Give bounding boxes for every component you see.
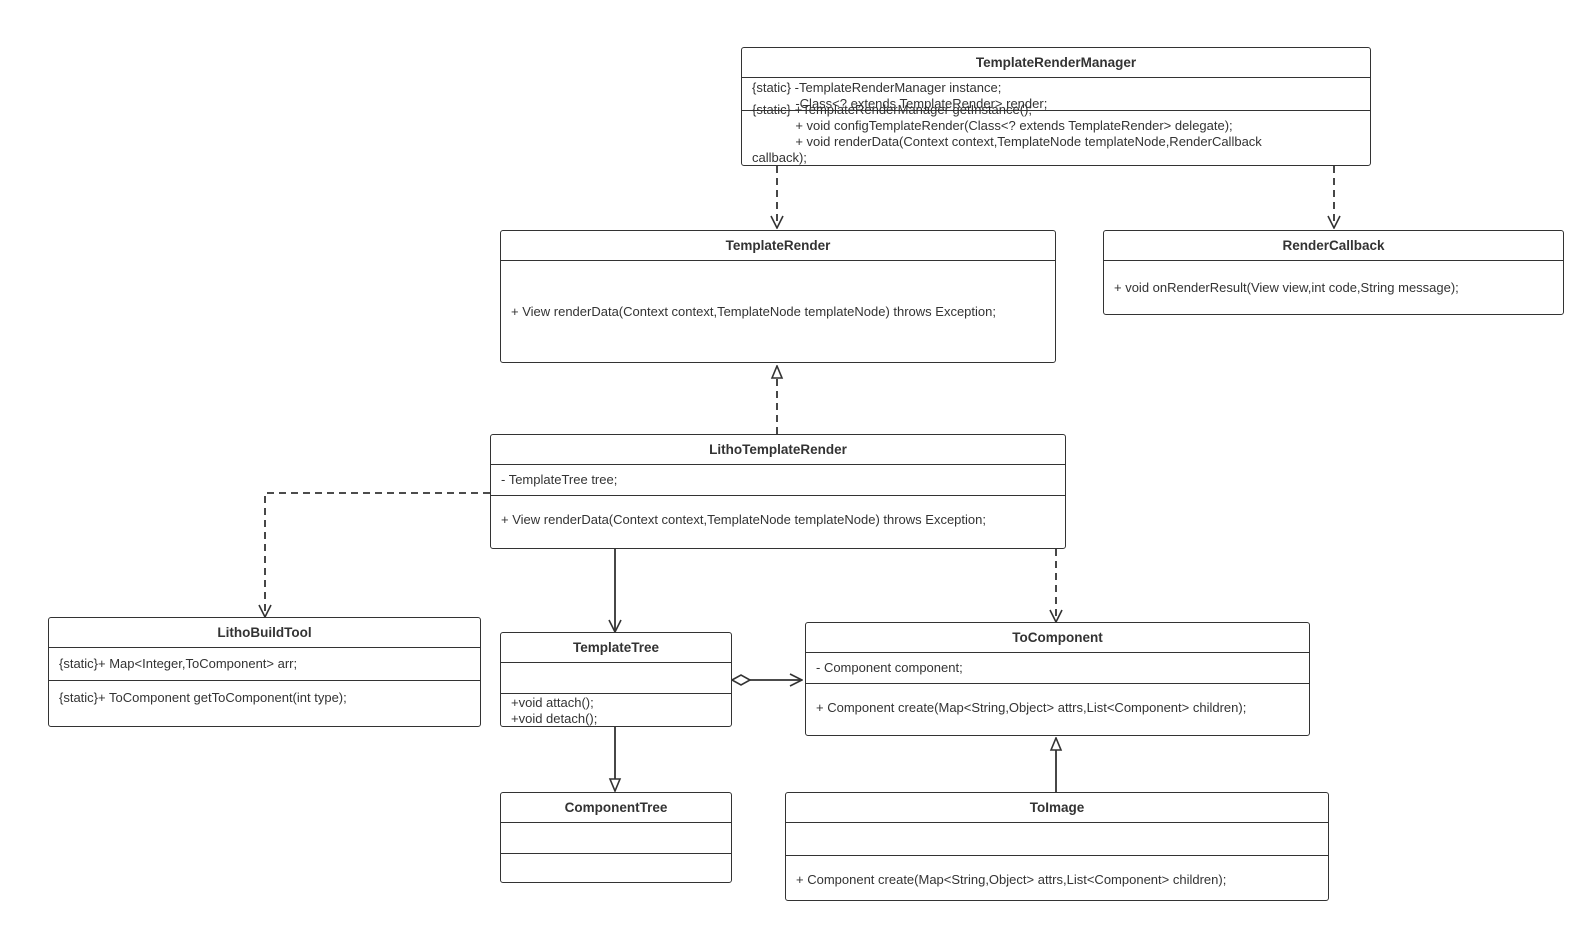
class-title: ToImage — [786, 793, 1328, 823]
method-line: +void detach(); — [511, 711, 598, 726]
attributes-section: - TemplateTree tree; — [491, 465, 1065, 496]
class-lithotemplaterender[interactable]: LithoTemplateRender - TemplateTree tree;… — [490, 434, 1066, 549]
attributes-section: {static} -TemplateRenderManager instance… — [742, 78, 1370, 111]
attribute-line: -Class<? extends TemplateRender> render; — [752, 96, 1048, 111]
attribute-line: {static}+ Map<Integer,ToComponent> arr; — [59, 656, 298, 671]
methods-section: + Component create(Map<String,Object> at… — [786, 856, 1328, 888]
attributes-section — [786, 823, 1328, 856]
attribute-line: - Component component; — [816, 660, 963, 675]
attributes-section: {static}+ Map<Integer,ToComponent> arr; — [49, 648, 480, 681]
class-title: LithoTemplateRender — [491, 435, 1065, 465]
class-templaterender[interactable]: TemplateRender + View renderData(Context… — [500, 230, 1056, 363]
class-title: TemplateRenderManager — [742, 48, 1370, 78]
class-templaterendermanager[interactable]: TemplateRenderManager {static} -Template… — [741, 47, 1371, 166]
method-line: +void attach(); — [511, 695, 594, 710]
method-line: + View renderData(Context context,Templa… — [501, 512, 986, 527]
attributes-section — [501, 663, 731, 694]
class-lithobuildtool[interactable]: LithoBuildTool {static}+ Map<Integer,ToC… — [48, 617, 481, 727]
method-line: + void renderData(Context context,Templa… — [752, 134, 1262, 149]
class-templatetree[interactable]: TemplateTree +void attach(); +void detac… — [500, 632, 732, 727]
methods-section: {static} +TemplateRenderManager getInsta… — [742, 102, 1370, 165]
method-line: + Component create(Map<String,Object> at… — [816, 700, 1247, 715]
methods-section: + View renderData(Context context,Templa… — [501, 261, 1055, 320]
class-rendercallback[interactable]: RenderCallback + void onRenderResult(Vie… — [1103, 230, 1564, 315]
method-line: + View renderData(Context context,Templa… — [511, 304, 996, 319]
methods-section: + Component create(Map<String,Object> at… — [806, 684, 1309, 716]
class-title: LithoBuildTool — [49, 618, 480, 648]
class-componenttree[interactable]: ComponentTree — [500, 792, 732, 883]
class-toimage[interactable]: ToImage + Component create(Map<String,Ob… — [785, 792, 1329, 901]
methods-section: + void onRenderResult(View view,int code… — [1104, 261, 1563, 296]
method-line: + Component create(Map<String,Object> at… — [796, 872, 1227, 887]
aggregation-diamond — [730, 674, 752, 686]
method-line: callback); — [752, 150, 807, 165]
class-title: TemplateRender — [501, 231, 1055, 261]
method-line: {static} +TemplateRenderManager getInsta… — [752, 102, 1033, 117]
class-title: ToComponent — [806, 623, 1309, 653]
method-line: + void onRenderResult(View view,int code… — [1114, 280, 1459, 295]
attribute-line: - TemplateTree tree; — [501, 472, 618, 487]
methods-section: +void attach(); +void detach(); — [501, 694, 731, 726]
attributes-section — [501, 823, 731, 854]
edge-litho-to-buildtool — [265, 492, 490, 617]
class-tocomponent[interactable]: ToComponent - Component component; + Com… — [805, 622, 1310, 736]
methods-section: {static}+ ToComponent getToComponent(int… — [49, 681, 480, 706]
class-title: ComponentTree — [501, 793, 731, 823]
methods-section: + View renderData(Context context,Templa… — [491, 496, 1065, 528]
method-line: + void configTemplateRender(Class<? exte… — [752, 118, 1233, 133]
method-line: {static}+ ToComponent getToComponent(int… — [59, 690, 347, 705]
attributes-section: - Component component; — [806, 653, 1309, 684]
class-title: TemplateTree — [501, 633, 731, 663]
attribute-line: {static} -TemplateRenderManager instance… — [752, 80, 1002, 95]
class-title: RenderCallback — [1104, 231, 1563, 261]
